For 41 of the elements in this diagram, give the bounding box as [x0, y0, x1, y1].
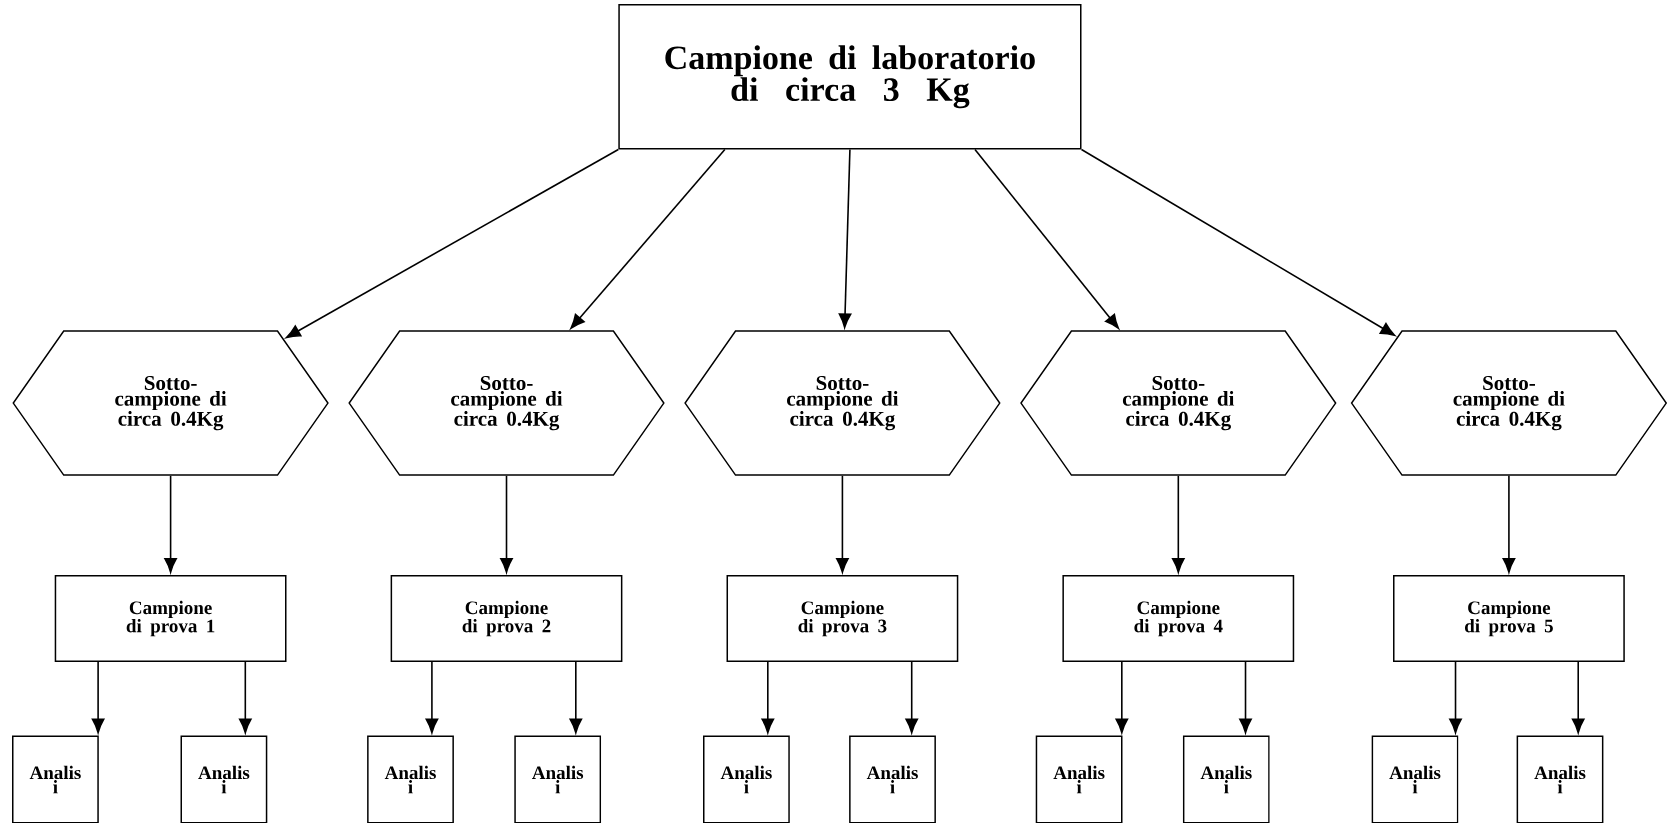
- test-sample-box: Campione di prova 5: [1393, 575, 1625, 662]
- analysis-box: Analis i: [703, 735, 790, 823]
- analysis-box: Analis i: [1182, 735, 1270, 823]
- arrow: [836, 475, 849, 573]
- analysis-box: Analis i: [12, 735, 99, 823]
- arrow: [569, 661, 583, 734]
- subsample-hexagon: Sotto- campione di circa 0.4Kg: [348, 330, 665, 476]
- subsample-hexagon: Sotto- campione di circa 0.4Kg: [12, 330, 329, 476]
- arrow: [1449, 661, 1462, 734]
- arrow: [238, 661, 252, 734]
- arrow: [164, 475, 177, 573]
- sample-box: Campione di laboratorio di circa 3 Kg: [618, 4, 1082, 150]
- analysis-box: Analis i: [1035, 735, 1123, 823]
- analysis-box: Analis i: [514, 735, 602, 823]
- analysis-box: Analis i: [1516, 735, 1604, 823]
- test-sample-box: Campione di prova 4: [1062, 575, 1295, 662]
- arrow: [838, 148, 852, 329]
- arrow: [570, 148, 726, 329]
- arrow: [285, 148, 620, 339]
- arrow: [1571, 661, 1585, 734]
- test-sample-box: Campione di prova 1: [54, 575, 287, 662]
- subsample-hexagon: Sotto- campione di circa 0.4Kg: [684, 330, 1001, 476]
- arrow: [905, 661, 919, 734]
- analysis-box: Analis i: [180, 735, 268, 823]
- test-sample-box: Campione di prova 2: [390, 575, 623, 662]
- arrow: [1502, 475, 1516, 573]
- analysis-box: Analis i: [367, 735, 454, 823]
- analysis-box: Analis i: [1371, 735, 1459, 823]
- arrow: [500, 475, 513, 573]
- arrow: [91, 661, 105, 734]
- subsample-hexagon: Sotto- campione di circa 0.4Kg: [1350, 330, 1668, 476]
- arrow: [1239, 661, 1252, 734]
- arrow: [974, 148, 1120, 329]
- test-sample-box: Campione di prova 3: [726, 575, 959, 662]
- subsample-hexagon: Sotto- campione di circa 0.4Kg: [1020, 330, 1337, 476]
- arrow: [425, 661, 439, 734]
- arrow: [761, 661, 775, 734]
- arrow: [1115, 661, 1129, 734]
- arrow: [1172, 475, 1185, 573]
- analysis-box: Analis i: [849, 735, 936, 823]
- arrow: [1080, 148, 1396, 336]
